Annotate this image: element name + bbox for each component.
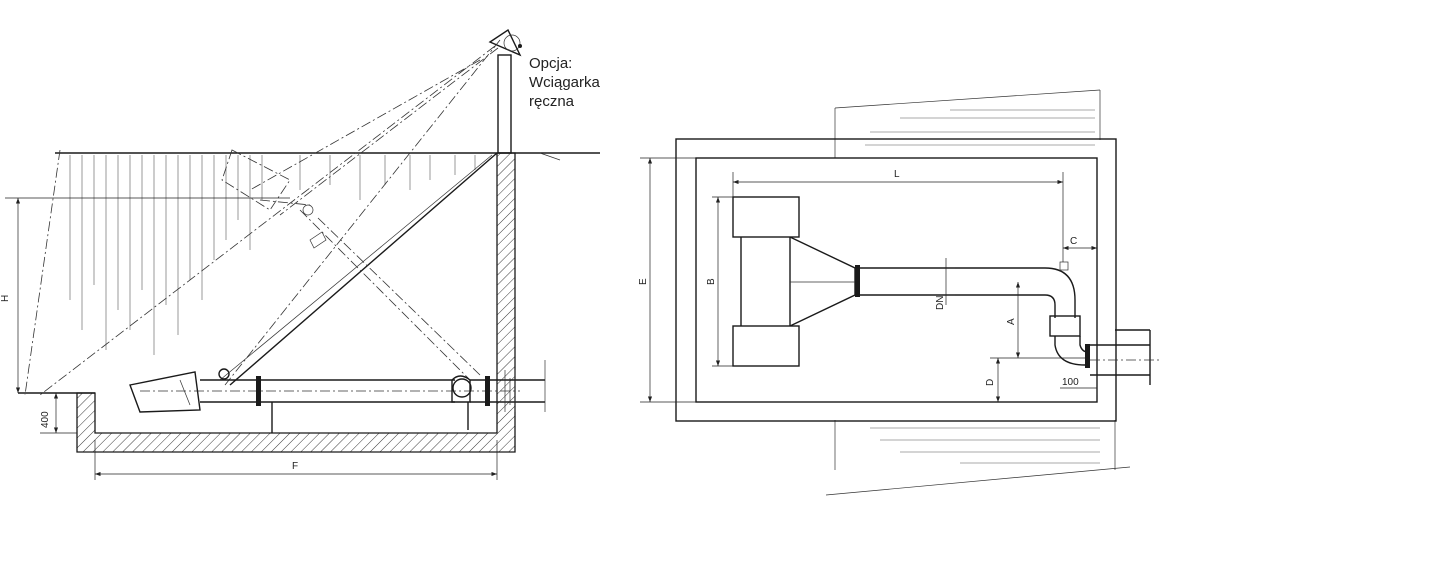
mixer-propeller-housing	[129, 371, 201, 413]
tank-inner-wall	[695, 157, 1098, 403]
dimension-D: D	[985, 358, 1001, 402]
winch-option-note: Opcja: Wciągarka ręczna	[529, 54, 600, 111]
mixer-cone	[789, 236, 856, 327]
mixer-blade-top	[732, 196, 800, 238]
note-line-2: Wciągarka	[529, 74, 600, 91]
tank-outer-wall	[675, 138, 1117, 422]
dimension-H: H	[0, 197, 290, 393]
svg-text:D: D	[985, 379, 996, 386]
water-hatching	[69, 155, 476, 355]
dimension-E: E	[638, 157, 696, 403]
side-section-view: H 400 F	[0, 28, 600, 480]
svg-text:C: C	[1070, 236, 1077, 247]
svg-text:B: B	[706, 278, 717, 285]
dimension-F: F	[94, 440, 498, 480]
plan-view: L B E C DN	[638, 89, 1160, 496]
note-line-1: Opcja:	[529, 55, 573, 72]
svg-text:100: 100	[1062, 377, 1079, 388]
dimension-100: 100	[1060, 375, 1098, 395]
note-line-3: ręczna	[529, 93, 575, 110]
svg-text:A: A	[1006, 318, 1017, 325]
floor-pipe	[140, 360, 546, 433]
svg-text:F: F	[292, 461, 298, 472]
svg-text:H: H	[0, 295, 11, 302]
mixer-blade-bottom	[732, 325, 800, 367]
svg-text:E: E	[638, 278, 649, 285]
channel-hatching	[865, 109, 1100, 464]
mixer-raised-position	[221, 149, 481, 381]
crane-mast	[497, 54, 512, 154]
svg-text:DN: DN	[935, 296, 946, 310]
dimension-C: C	[1063, 236, 1097, 251]
svg-text:400: 400	[40, 411, 51, 428]
dimension-B: B	[706, 196, 733, 367]
winch-head	[488, 28, 522, 57]
guide-rail	[229, 152, 498, 386]
dimension-A: A	[990, 282, 1085, 359]
svg-text:L: L	[894, 169, 900, 180]
lifting-cable	[224, 39, 501, 386]
mixer-carrier-wheel	[218, 368, 230, 380]
dimension-L: L	[732, 169, 1064, 262]
plan-flange	[1049, 315, 1081, 337]
dimension-DN: DN	[935, 258, 955, 310]
dimension-400: 400	[40, 393, 77, 434]
